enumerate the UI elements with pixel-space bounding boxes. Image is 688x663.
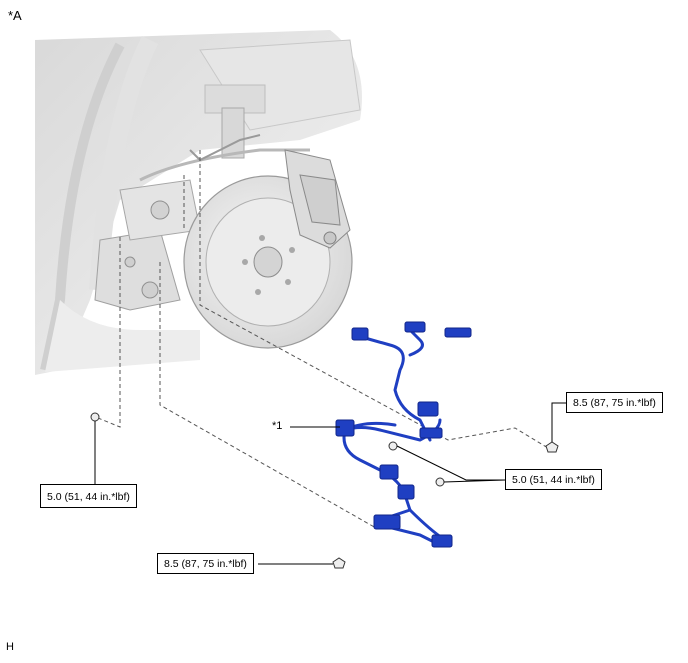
torque-callout-left: 5.0 (51, 44 in.*lbf) <box>40 484 137 508</box>
installed-harness-outline <box>189 134 261 162</box>
part-label: *1 <box>272 420 283 432</box>
clip-middle-a <box>388 441 398 451</box>
knuckle-assembly <box>94 107 310 311</box>
torque-callout-bottom: 8.5 (87, 75 in.*lbf) <box>157 553 254 574</box>
wheel-well-body <box>35 30 362 375</box>
torque-callout-upper-right: 8.5 (87, 75 in.*lbf) <box>566 392 663 413</box>
footer-code: H <box>6 641 14 653</box>
bolt-bottom <box>332 557 346 569</box>
installation-guide-lines <box>97 150 549 529</box>
torque-callout-middle-right: 5.0 (51, 44 in.*lbf) <box>505 469 602 490</box>
clip-middle-b <box>435 477 445 487</box>
harness-connectors <box>335 321 472 548</box>
leader-lines <box>94 402 566 565</box>
bolt-upper-right <box>545 441 559 453</box>
view-label: *A <box>8 8 22 23</box>
bolt-left <box>90 412 100 422</box>
brake-caliper <box>284 149 351 249</box>
